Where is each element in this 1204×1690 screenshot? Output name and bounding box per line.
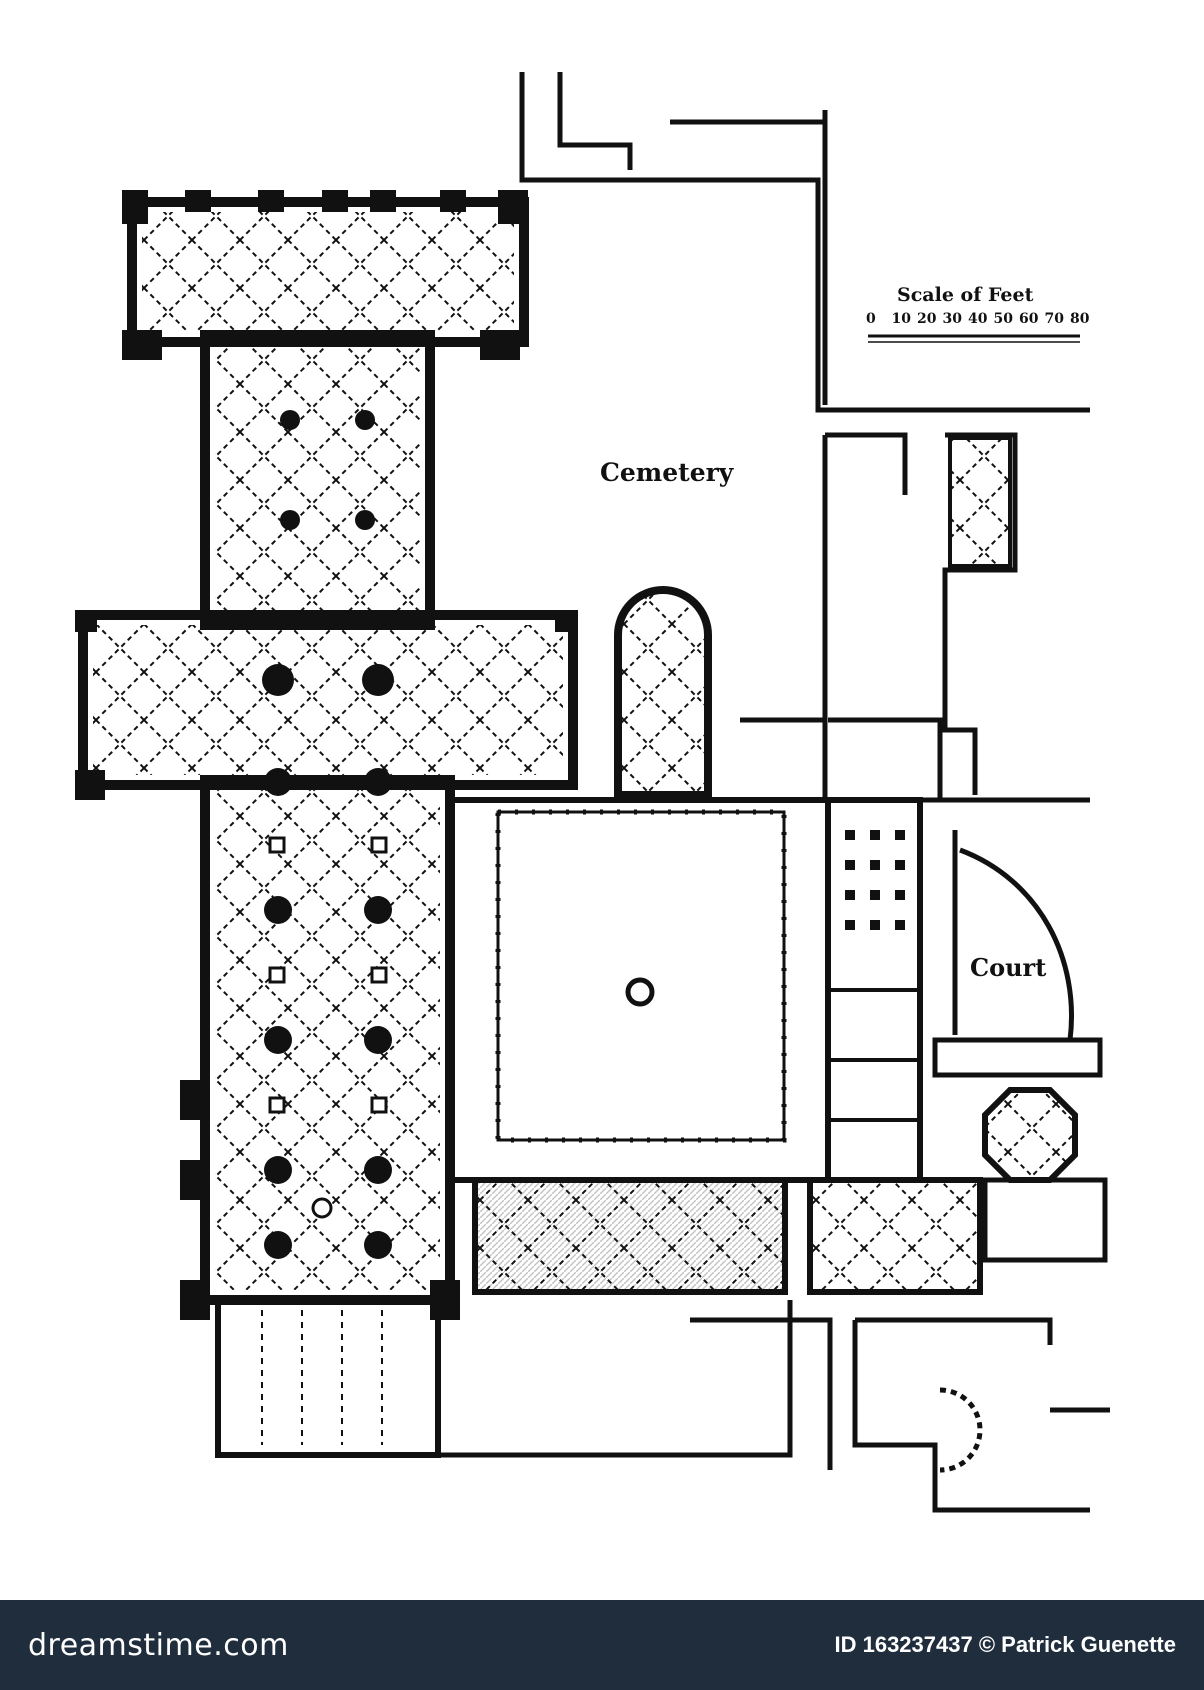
apsidal-chapel xyxy=(614,586,712,799)
cemetery-label: Cemetery xyxy=(600,458,735,487)
south-outbuildings xyxy=(438,1300,1110,1513)
scale-bar xyxy=(868,334,1080,343)
south-range xyxy=(472,1177,983,1295)
cloister xyxy=(447,797,831,1183)
scale-tick-label: 20 xyxy=(917,311,937,327)
image-credit: ID 163237437 © Patrick Guenette xyxy=(834,1632,1176,1657)
court-walls xyxy=(952,830,1074,1041)
cathedral-floor-plan: Cemetery Court Scale of Feet 0 10 20 30 40 50… xyxy=(75,72,1110,1513)
floor-plan-area: Cemetery Court Scale of Feet 0 10 20 30 40 50… xyxy=(75,72,1110,1513)
court-label: Court xyxy=(970,953,1046,982)
nave-small-piers xyxy=(268,836,388,1219)
east-range xyxy=(825,797,923,1183)
stock-footer-bar: dreamstime.com ID 163237437 © Patrick Gu… xyxy=(0,1600,1204,1690)
scale-tick-label: 10 xyxy=(892,311,912,327)
church-vaulting xyxy=(93,212,563,1290)
nave-piers xyxy=(262,410,394,1259)
north-chapel-range xyxy=(948,436,1012,568)
scale-tick-label: 30 xyxy=(943,311,963,327)
scale-title: Scale of Feet xyxy=(897,284,1034,306)
scale-tick-label: 70 xyxy=(1045,311,1065,327)
scale-tick-label: 80 xyxy=(1070,311,1090,327)
chapter-house xyxy=(932,1037,1108,1263)
west-porch xyxy=(215,1297,441,1458)
dreamstime-logo: dreamstime.com xyxy=(28,1627,289,1663)
scale-tick-label: 40 xyxy=(968,311,988,327)
scale-tick-label: 0 xyxy=(866,311,876,327)
scale-tick-label: 60 xyxy=(1019,311,1039,327)
scale-tick-label: 50 xyxy=(994,311,1014,327)
precinct-walls xyxy=(519,72,1090,803)
scale-tick-labels: 0 10 20 30 40 50 60 70 80 xyxy=(866,311,1090,327)
